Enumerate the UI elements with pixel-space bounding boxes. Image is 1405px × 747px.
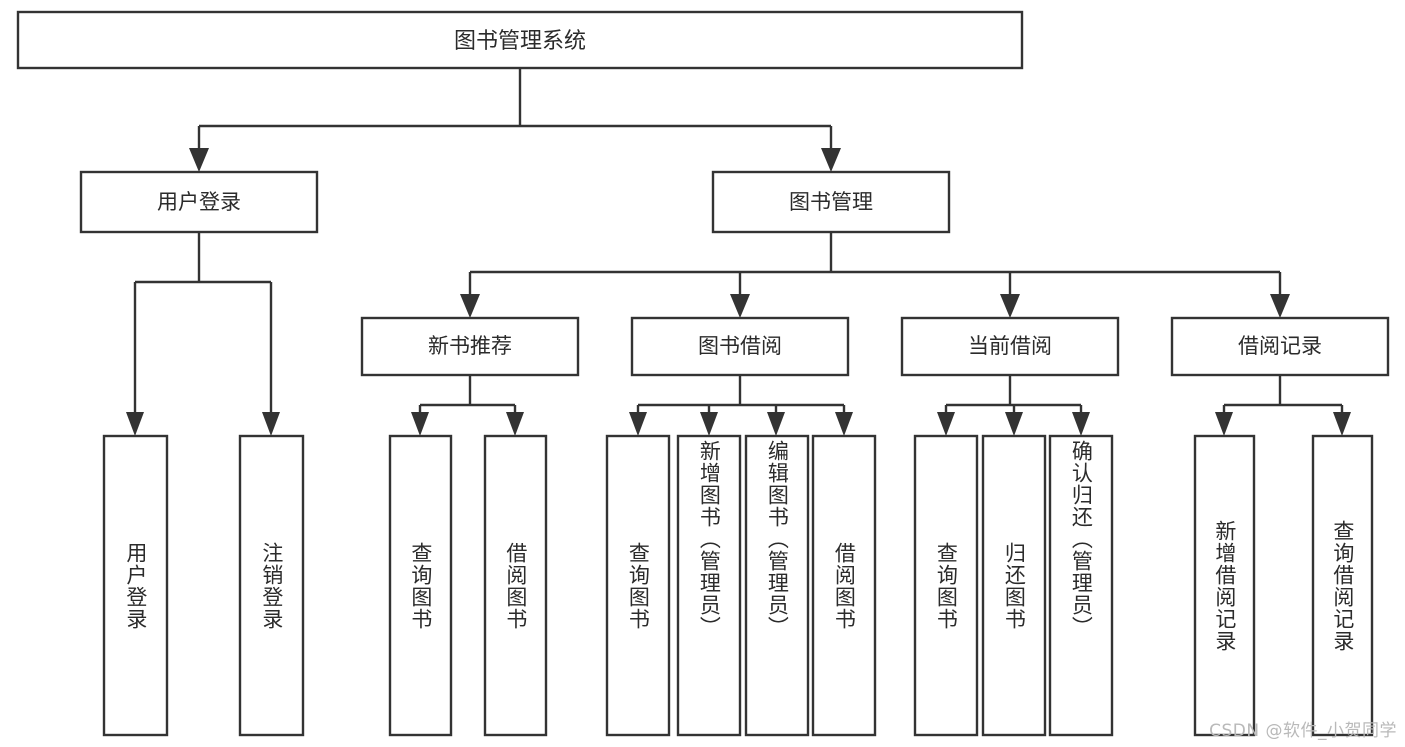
leaf-boxes-borrow-record[interactable] (1193, 434, 1374, 737)
leaf-boxes-current-borrow[interactable] (913, 434, 1114, 737)
node-root-label: 图书管理系统 (454, 29, 586, 54)
node-root[interactable]: 图书管理系统 (16, 10, 1024, 70)
node-book-borrow[interactable]: 图书借阅 (630, 316, 850, 377)
node-current-borrow-box[interactable] (900, 316, 1120, 377)
arrowhead-leaf-newbook-1 (506, 412, 524, 436)
node-new-book-recommend-box[interactable] (360, 316, 580, 377)
arrowhead-group (126, 148, 1351, 436)
node-book-borrow-label: 图书借阅 (698, 334, 782, 358)
arrowhead-leaf-current-2 (1072, 412, 1090, 436)
arrowhead-book-manage (821, 148, 841, 172)
arrowhead-leaf-current-0 (937, 412, 955, 436)
arrowhead-current-borrow (1000, 294, 1020, 318)
arrowhead-user-login (189, 148, 209, 172)
arrowhead-leaf-user-1 (262, 412, 280, 436)
leaf-box-book-borrow-1[interactable] (676, 434, 742, 737)
node-borrow-record[interactable]: 借阅记录 (1170, 316, 1390, 377)
leaf-box-user-login-1[interactable] (238, 434, 305, 737)
arrowhead-leaf-borrow-0 (629, 412, 647, 436)
arrowhead-leaf-borrow-3 (835, 412, 853, 436)
node-borrow-record-box[interactable] (1170, 316, 1390, 377)
arrowhead-leaf-newbook-0 (411, 412, 429, 436)
node-user-login-label: 用户登录 (157, 190, 241, 214)
node-book-manage-label: 图书管理 (789, 190, 873, 214)
leaf-box-borrow-record-0[interactable] (1193, 434, 1256, 737)
leaf-box-user-login-0[interactable] (102, 434, 169, 737)
leaf-box-new-book-0[interactable] (388, 434, 453, 737)
node-book-manage-box[interactable] (711, 170, 951, 234)
node-new-book-recommend[interactable]: 新书推荐 (360, 316, 580, 377)
arrowhead-book-borrow (730, 294, 750, 318)
arrowhead-leaf-record-0 (1215, 412, 1233, 436)
csdn-watermark: CSDN @软件_小贺同学 (1209, 721, 1397, 741)
node-book-manage[interactable]: 图书管理 (711, 170, 951, 234)
leaf-box-current-borrow-2[interactable] (1048, 434, 1114, 737)
leaf-boxes-book-borrow[interactable] (605, 434, 877, 737)
leaf-box-current-borrow-0[interactable] (913, 434, 979, 737)
leaf-box-book-borrow-0[interactable] (605, 434, 671, 737)
node-user-login-box[interactable] (79, 170, 319, 234)
node-new-book-recommend-label: 新书推荐 (428, 334, 512, 358)
leaf-box-current-borrow-1[interactable] (981, 434, 1047, 737)
node-root-box[interactable] (16, 10, 1024, 70)
node-borrow-record-label: 借阅记录 (1238, 334, 1322, 358)
node-current-borrow[interactable]: 当前借阅 (900, 316, 1120, 377)
node-book-borrow-box[interactable] (630, 316, 850, 377)
arrowhead-leaf-borrow-1 (700, 412, 718, 436)
leaf-box-borrow-record-1[interactable] (1311, 434, 1374, 737)
node-current-borrow-label: 当前借阅 (968, 334, 1052, 358)
leaf-box-book-borrow-2[interactable] (744, 434, 810, 737)
arrowhead-leaf-current-1 (1005, 412, 1023, 436)
node-user-login[interactable]: 用户登录 (79, 170, 319, 234)
arrowhead-leaf-borrow-2 (767, 412, 785, 436)
leaf-box-new-book-1[interactable] (483, 434, 548, 737)
arrowhead-new-book (460, 294, 480, 318)
arrowhead-leaf-user-0 (126, 412, 144, 436)
arrowhead-leaf-record-1 (1333, 412, 1351, 436)
arrowhead-borrow-record (1270, 294, 1290, 318)
leaf-box-book-borrow-3[interactable] (811, 434, 877, 737)
leaf-boxes-user-login[interactable] (102, 434, 305, 737)
leaf-boxes-new-book[interactable] (388, 434, 548, 737)
